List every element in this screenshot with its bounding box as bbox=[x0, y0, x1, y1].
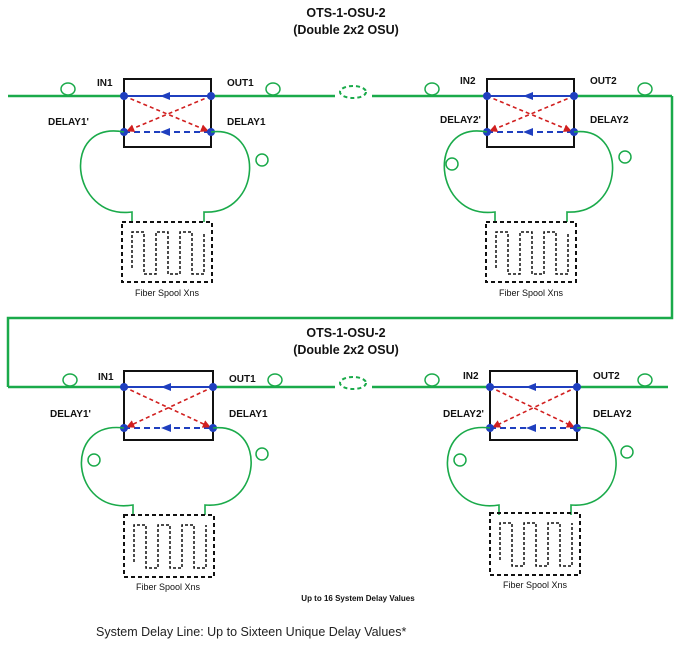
bottom-subtitle: (Double 2x2 OSU) bbox=[293, 343, 399, 357]
caption: System Delay Line: Up to Sixteen Unique … bbox=[96, 625, 407, 639]
top-osu2-out-label: OUT2 bbox=[590, 76, 617, 87]
bottom-osu1 bbox=[120, 370, 217, 441]
top-osu1-in-label: IN1 bbox=[97, 78, 113, 89]
top-osu1-delay-loop bbox=[79, 130, 251, 222]
system-delay-note: Up to 16 System Delay Values bbox=[301, 594, 415, 603]
bottom-osu1-out-label: OUT1 bbox=[229, 374, 256, 385]
top-fiber-break bbox=[339, 85, 367, 99]
bottom-title: OTS-1-OSU-2 bbox=[306, 326, 385, 340]
top-osu2-delay-in-label: DELAY2' bbox=[440, 115, 481, 126]
bottom-osu1-spool-label: Fiber Spool Xns bbox=[136, 582, 201, 592]
top-osu1-spool-label: Fiber Spool Xns bbox=[135, 288, 200, 298]
bottom-fiber-loops bbox=[62, 373, 653, 387]
bottom-fiber-break bbox=[339, 376, 367, 390]
bottom-osu1-in-label: IN1 bbox=[98, 372, 114, 383]
top-osu2-delay-loop bbox=[443, 130, 614, 222]
bottom-osu2-in-label: IN2 bbox=[463, 371, 479, 382]
top-osu1-out-label: OUT1 bbox=[227, 78, 254, 89]
bottom-osu2-spool-label: Fiber Spool Xns bbox=[503, 580, 568, 590]
bottom-osu1-fiber-spool bbox=[123, 514, 215, 578]
top-title: OTS-1-OSU-2 bbox=[306, 6, 385, 20]
top-osu1-loop-coil bbox=[255, 153, 269, 167]
inter-section-fiber bbox=[6, 96, 674, 387]
top-osu1 bbox=[120, 78, 215, 148]
top-osu2-loop-coil-right bbox=[618, 150, 632, 164]
top-osu2-spool-label: Fiber Spool Xns bbox=[499, 288, 564, 298]
bottom-osu2 bbox=[486, 370, 581, 441]
top-osu2-fiber-spool bbox=[485, 221, 577, 283]
top-osu1-delay-in-label: DELAY1' bbox=[48, 117, 89, 128]
bottom-osu2-loop-coil-left bbox=[453, 453, 467, 467]
bottom-osu2-delay-loop bbox=[446, 426, 617, 515]
bottom-osu1-delay-out-label: DELAY1 bbox=[229, 409, 268, 420]
bottom-osu2-fiber-spool bbox=[489, 512, 581, 576]
top-osu2-delay-out-label: DELAY2 bbox=[590, 115, 629, 126]
bottom-osu2-delay-in-label: DELAY2' bbox=[443, 409, 484, 420]
bottom-osu2-loop-coil-right bbox=[620, 445, 634, 459]
bottom-osu1-loop-coil-left bbox=[87, 453, 101, 467]
top-osu2-loop-coil-left bbox=[445, 157, 459, 171]
top-subtitle: (Double 2x2 OSU) bbox=[293, 23, 399, 37]
bottom-osu1-delay-loop bbox=[80, 426, 252, 515]
top-fiber-loops bbox=[60, 82, 653, 96]
top-osu2 bbox=[483, 78, 578, 148]
bottom-osu2-delay-out-label: DELAY2 bbox=[593, 409, 632, 420]
top-osu2-in-label: IN2 bbox=[460, 76, 476, 87]
bottom-osu2-out-label: OUT2 bbox=[593, 371, 620, 382]
top-osu1-fiber-spool bbox=[121, 221, 213, 283]
bottom-osu1-loop-coil-right bbox=[255, 447, 269, 461]
top-osu1-delay-out-label: DELAY1 bbox=[227, 117, 266, 128]
bottom-osu1-delay-in-label: DELAY1' bbox=[50, 409, 91, 420]
